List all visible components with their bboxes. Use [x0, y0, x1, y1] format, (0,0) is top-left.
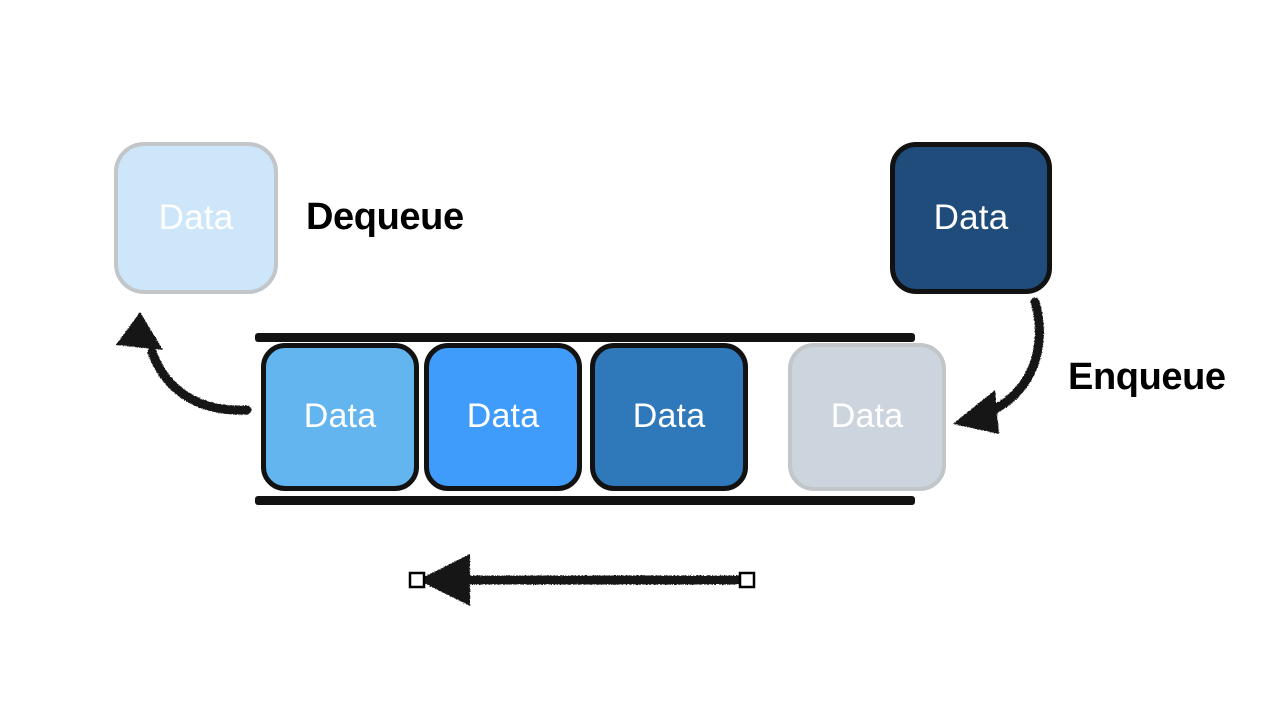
queue-flow-arrow[interactable]	[408, 554, 756, 606]
queue-slot-2-label: Data	[632, 397, 706, 435]
incoming-data-box[interactable]: Data	[890, 142, 1052, 294]
dequeued-data-box[interactable]: Data	[114, 142, 278, 294]
enqueue-label: Enqueue	[1068, 356, 1226, 398]
dequeued-data-box-label: Data	[158, 197, 234, 237]
dequeue-label: Dequeue	[306, 196, 464, 238]
queue-rail-top	[255, 333, 915, 342]
incoming-data-box-label: Data	[933, 197, 1009, 237]
enqueue-curved-arrow[interactable]	[953, 297, 1044, 434]
arrow-handle-end[interactable]	[738, 571, 756, 589]
arrow-handle-start[interactable]	[408, 571, 426, 589]
queue-slot-1-label: Data	[466, 397, 540, 435]
queue-rail-bottom	[255, 496, 915, 505]
queue-slot-1[interactable]: Data	[424, 343, 582, 491]
queue-slot-3[interactable]: Data	[788, 343, 946, 491]
queue-slot-2[interactable]: Data	[590, 343, 748, 491]
queue-slot-0-label: Data	[303, 397, 377, 435]
queue-slot-3-label: Data	[830, 397, 904, 435]
queue-slot-0[interactable]: Data	[261, 343, 419, 491]
dequeue-curved-arrow[interactable]	[116, 312, 252, 415]
